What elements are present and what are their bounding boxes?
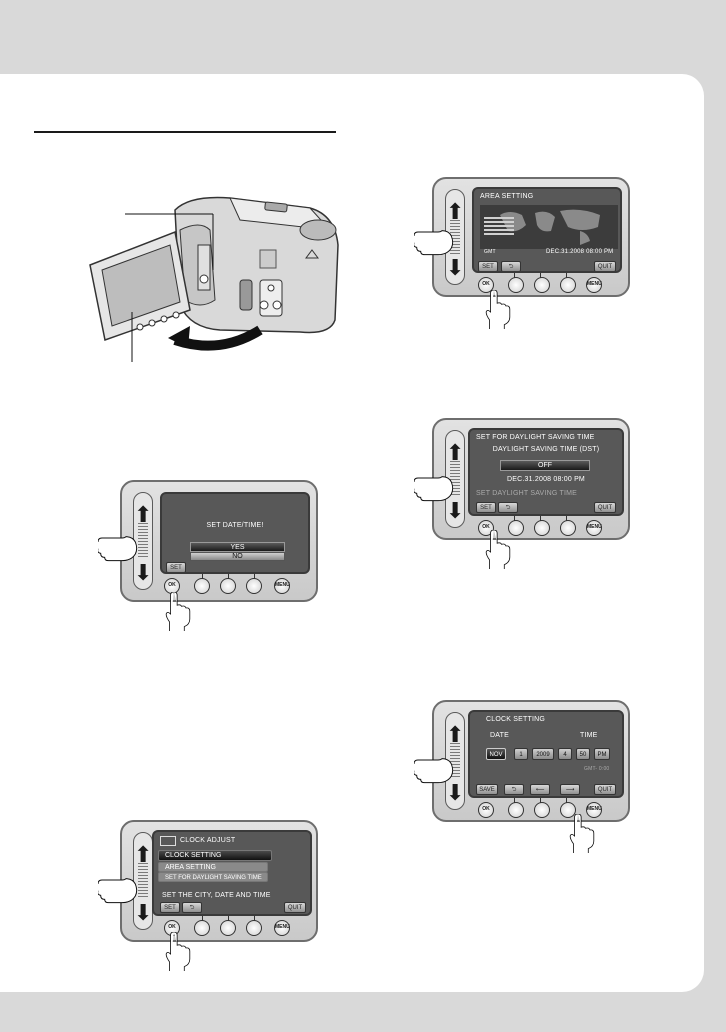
screen-title: AREA SETTING — [480, 193, 534, 200]
hw-button-3[interactable] — [220, 578, 236, 594]
lcd-screen: AREA SETTING GMT DEC.31.2008 08:00 PM SE… — [472, 187, 622, 273]
hw-button-2[interactable] — [508, 520, 524, 536]
menu-item-dst[interactable]: SET FOR DAYLIGHT SAVING TIME — [158, 872, 268, 882]
hw-button-2[interactable] — [194, 578, 210, 594]
lcd-panel-date-prompt: ⬆ ⬇ SET DATE/TIME! YES NO SET OK MENU — [120, 480, 318, 602]
day-field[interactable]: 1 — [514, 748, 528, 760]
hw-button-3[interactable] — [534, 802, 550, 818]
menu-icon-label — [160, 836, 176, 846]
finger-slide-icon — [98, 536, 138, 562]
finger-slide-icon — [414, 758, 454, 784]
timezone-readout: GMT- 0:00 — [584, 766, 610, 772]
minute-field[interactable]: 50 — [576, 748, 590, 760]
hw-button-3[interactable] — [534, 277, 550, 293]
year-field[interactable]: 2009 — [532, 748, 554, 760]
ampm-field[interactable]: PM — [594, 748, 610, 760]
option-no[interactable]: NO — [190, 552, 285, 561]
back-button[interactable]: ⮌ — [498, 502, 518, 513]
hw-button-2[interactable] — [508, 802, 524, 818]
back-button[interactable]: ⮌ — [504, 784, 524, 795]
hw-button-4[interactable] — [560, 802, 576, 818]
arrow-up-icon: ⬆ — [134, 502, 153, 527]
right-arrow-button[interactable]: ⟶ — [560, 784, 580, 795]
finger-press-icon — [485, 530, 511, 570]
left-arrow-button[interactable]: ⟵ — [530, 784, 550, 795]
arrow-up-icon: ⬆ — [446, 722, 465, 747]
finger-slide-icon — [98, 878, 138, 904]
screen-title: SET FOR DAYLIGHT SAVING TIME — [476, 434, 595, 441]
menu-button[interactable]: MENU — [586, 277, 602, 293]
finger-slide-icon — [414, 230, 454, 256]
dst-subtitle: DAYLIGHT SAVING TIME (DST) — [492, 446, 600, 453]
arrow-down-icon: ⬇ — [134, 560, 153, 585]
set-button[interactable]: SET — [166, 562, 186, 572]
arrow-down-icon: ⬇ — [446, 780, 465, 805]
lcd-panel-dst: ⬆ ⬇ SET FOR DAYLIGHT SAVING TIME DAYLIGH… — [432, 418, 630, 540]
hw-button-4[interactable] — [246, 920, 262, 936]
section-heading-rule — [34, 131, 336, 133]
menu-button[interactable]: MENU — [586, 802, 602, 818]
lcd-panel-clock-adjust: ⬆ ⬇ CLOCK ADJUST CLOCK SETTING AREA SETT… — [120, 820, 318, 942]
back-button[interactable]: ⮌ — [501, 261, 521, 271]
finger-press-icon — [569, 814, 595, 854]
finger-press-icon — [165, 592, 191, 632]
menu-title: CLOCK ADJUST — [180, 837, 236, 844]
world-map-icon — [480, 205, 618, 249]
menu-hint: SET THE CITY, DATE AND TIME — [162, 892, 271, 899]
set-button[interactable]: SET — [476, 502, 496, 513]
camcorder-illustration — [89, 196, 339, 362]
arrow-up-icon: ⬆ — [134, 842, 153, 867]
hw-button-4[interactable] — [246, 578, 262, 594]
dst-value[interactable]: OFF — [500, 460, 590, 471]
quit-button[interactable]: QUIT — [594, 261, 616, 271]
lcd-screen: CLOCK SETTING DATE TIME NOV 1 2009 4 50 … — [468, 710, 624, 798]
quit-button[interactable]: QUIT — [594, 784, 616, 795]
menu-button[interactable]: MENU — [274, 578, 290, 594]
save-button[interactable]: SAVE — [476, 784, 498, 795]
ok-button[interactable]: OK — [478, 277, 494, 293]
set-button[interactable]: SET — [478, 261, 498, 271]
option-yes[interactable]: YES — [190, 542, 285, 552]
finger-press-icon — [485, 290, 511, 330]
ok-button[interactable]: OK — [478, 520, 494, 536]
hw-button-4[interactable] — [560, 277, 576, 293]
finger-slide-icon — [414, 476, 454, 502]
lcd-panel-clock-setting: ⬆ ⬇ CLOCK SETTING DATE TIME NOV 1 2009 4… — [432, 700, 630, 822]
arrow-down-icon: ⬇ — [446, 255, 465, 280]
back-button[interactable]: ⮌ — [182, 902, 202, 913]
set-button[interactable]: SET — [160, 902, 180, 913]
date-label: DATE — [490, 732, 509, 739]
menu-button[interactable]: MENU — [586, 520, 602, 536]
arrow-up-icon: ⬆ — [446, 440, 465, 465]
dst-hint: SET DAYLIGHT SAVING TIME — [476, 490, 578, 497]
screen-title: CLOCK SETTING — [486, 716, 545, 723]
hw-button-3[interactable] — [534, 520, 550, 536]
quit-button[interactable]: QUIT — [284, 902, 306, 913]
menu-item-clock-setting[interactable]: CLOCK SETTING — [158, 850, 272, 861]
current-datetime: DEC.31.2008 08:00 PM — [507, 476, 585, 483]
time-label: TIME — [580, 732, 598, 739]
finger-press-icon — [165, 932, 191, 972]
lcd-screen: CLOCK ADJUST CLOCK SETTING AREA SETTING … — [152, 830, 312, 916]
quit-button[interactable]: QUIT — [594, 502, 616, 513]
prompt-message: SET DATE/TIME! — [206, 522, 264, 529]
lcd-screen: SET DATE/TIME! YES NO SET — [160, 492, 310, 574]
lcd-screen: SET FOR DAYLIGHT SAVING TIME DAYLIGHT SA… — [468, 428, 624, 516]
hw-button-4[interactable] — [560, 520, 576, 536]
arrow-down-icon: ⬇ — [134, 900, 153, 925]
current-datetime: DEC.31.2008 08:00 PM — [546, 249, 614, 255]
hour-field[interactable]: 4 — [558, 748, 572, 760]
ok-button[interactable]: OK — [478, 802, 494, 818]
menu-button[interactable]: MENU — [274, 920, 290, 936]
lcd-panel-area-setting: ⬆ ⬇ AREA SETTING GMT DEC.31.2008 08:00 P… — [432, 177, 630, 297]
menu-item-area-setting[interactable]: AREA SETTING — [158, 862, 268, 872]
tz-label: GMT — [484, 249, 496, 255]
month-field[interactable]: NOV — [486, 748, 506, 760]
hw-button-2[interactable] — [194, 920, 210, 936]
hw-button-3[interactable] — [220, 920, 236, 936]
arrow-down-icon: ⬇ — [446, 498, 465, 523]
hw-button-2[interactable] — [508, 277, 524, 293]
arrow-up-icon: ⬆ — [446, 199, 465, 224]
